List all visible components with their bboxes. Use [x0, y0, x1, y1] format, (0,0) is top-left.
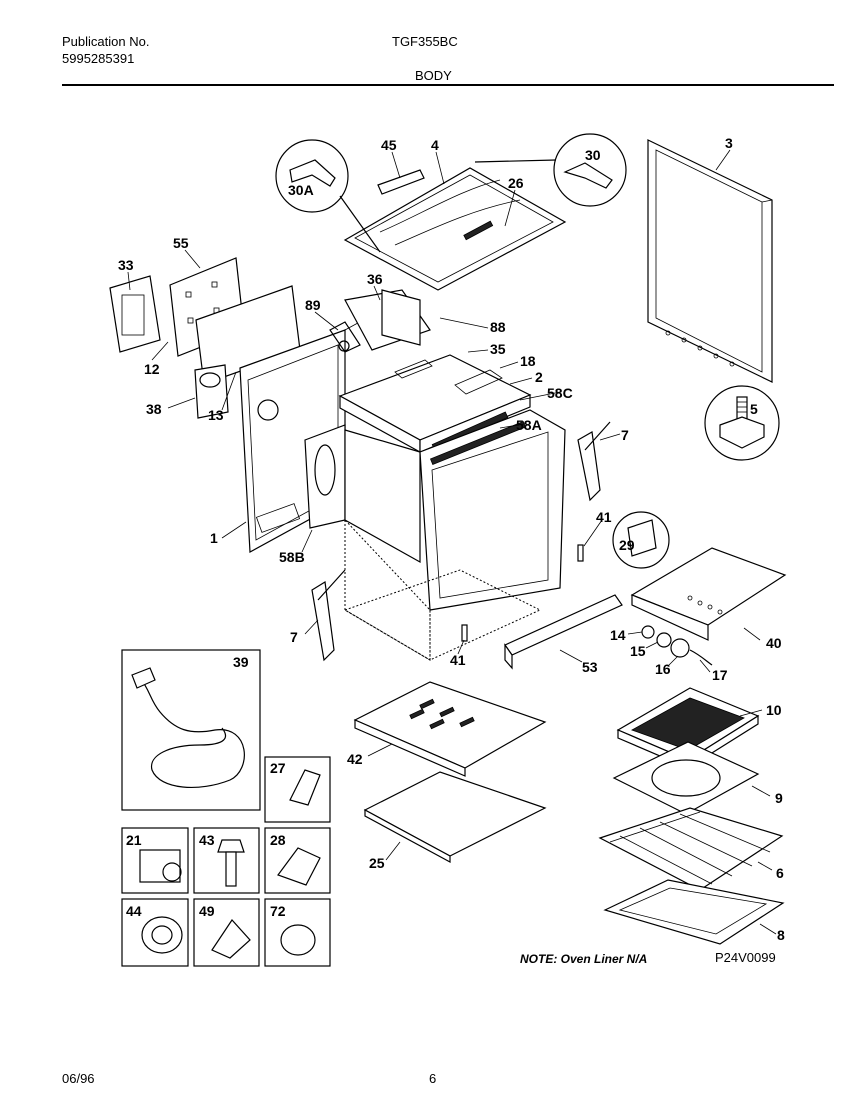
part-vent-bracket — [329, 289, 431, 353]
callout-29: 29 — [619, 537, 635, 553]
part-top-cover — [343, 167, 567, 291]
callout-42: 42 — [347, 751, 363, 767]
part-hinge-left — [311, 569, 346, 662]
inset-box-27 — [264, 756, 331, 823]
callout-28: 28 — [270, 832, 286, 848]
inset-box-44 — [121, 898, 189, 967]
callout-36: 36 — [367, 271, 383, 287]
part-knob-assembly — [641, 625, 713, 666]
part-front-rail — [504, 594, 623, 670]
callout-14: 14 — [610, 627, 626, 643]
callout-53: 53 — [582, 659, 598, 675]
part-broiler-tray — [630, 547, 787, 641]
callout-1: 1 — [210, 530, 218, 546]
footer-date: 06/96 — [62, 1071, 95, 1086]
callout-58b: 58B — [279, 549, 305, 565]
callout-18: 18 — [520, 353, 536, 369]
callout-6: 6 — [776, 865, 784, 881]
callout-72: 72 — [270, 903, 286, 919]
inset-box-21 — [121, 827, 189, 894]
callout-41-upper: 41 — [596, 509, 612, 525]
callout-27: 27 — [270, 760, 286, 776]
callout-9: 9 — [775, 790, 783, 806]
callout-35: 35 — [490, 341, 506, 357]
inset-box-43 — [193, 827, 260, 894]
callout-12: 12 — [144, 361, 160, 377]
callout-7-left: 7 — [290, 629, 298, 645]
inset-box-39 — [121, 649, 261, 811]
callout-49: 49 — [199, 903, 215, 919]
callout-8: 8 — [777, 927, 785, 943]
inset-box-28 — [264, 827, 331, 894]
part-30a-detail — [275, 139, 381, 253]
callout-4: 4 — [431, 137, 439, 153]
part-oven-front — [304, 409, 566, 611]
part-oven-cavity — [343, 518, 542, 661]
callout-41-lower: 41 — [450, 652, 466, 668]
model-number: TGF355BC — [392, 34, 458, 49]
part-clip-41 — [461, 544, 584, 642]
page-number: 6 — [429, 1071, 437, 1086]
oven-liner-note: NOTE: Oven Liner N/A — [520, 952, 648, 966]
part-30-detail — [474, 133, 627, 207]
callout-2: 2 — [535, 369, 543, 385]
part-bottom-panel-25 — [363, 771, 547, 864]
callout-43: 43 — [199, 832, 215, 848]
part-broil-pan — [612, 741, 760, 815]
callout-25: 25 — [369, 855, 385, 871]
part-oven-rack — [598, 807, 784, 891]
callout-55: 55 — [173, 235, 189, 251]
callout-26: 26 — [508, 175, 524, 191]
part-leveling-leg — [704, 385, 780, 461]
callout-30a: 30A — [288, 182, 314, 198]
callout-13: 13 — [208, 407, 224, 423]
part-back-panels — [109, 257, 301, 419]
callout-45: 45 — [381, 137, 397, 153]
part-29-detail — [612, 511, 670, 569]
part-hinge-right — [577, 421, 611, 502]
drawing-code: P24V0099 — [715, 950, 776, 965]
callout-39: 39 — [233, 654, 249, 670]
callout-16: 16 — [655, 661, 671, 677]
callout-10: 10 — [766, 702, 782, 718]
callout-88: 88 — [490, 319, 506, 335]
callout-40: 40 — [766, 635, 782, 651]
callout-33: 33 — [118, 257, 134, 273]
callout-38: 38 — [146, 401, 162, 417]
leader-lines — [127, 149, 777, 935]
part-side-panel — [647, 139, 773, 383]
callout-7-right: 7 — [621, 427, 629, 443]
callout-3: 3 — [725, 135, 733, 151]
callout-labels: 45 4 30 3 30A 26 55 33 36 89 88 35 18 2 … — [118, 135, 785, 943]
publication-label: Publication No. — [62, 34, 150, 49]
callout-44: 44 — [126, 903, 142, 919]
header-rule — [62, 84, 834, 86]
callout-15: 15 — [630, 643, 646, 659]
inset-box-49 — [193, 898, 260, 967]
part-bottom-panel-42 — [353, 681, 547, 777]
publication-number: 5995285391 — [62, 51, 135, 66]
callout-17: 17 — [712, 667, 728, 683]
callout-58a: 58A — [516, 417, 542, 433]
part-oven-bottom-8 — [603, 879, 785, 945]
callout-21: 21 — [126, 832, 142, 848]
callout-30: 30 — [585, 147, 601, 163]
section-title: BODY — [415, 68, 452, 83]
callout-5: 5 — [750, 401, 758, 417]
inset-box-72 — [264, 898, 331, 967]
callout-58c: 58C — [547, 385, 573, 401]
callout-89: 89 — [305, 297, 321, 313]
